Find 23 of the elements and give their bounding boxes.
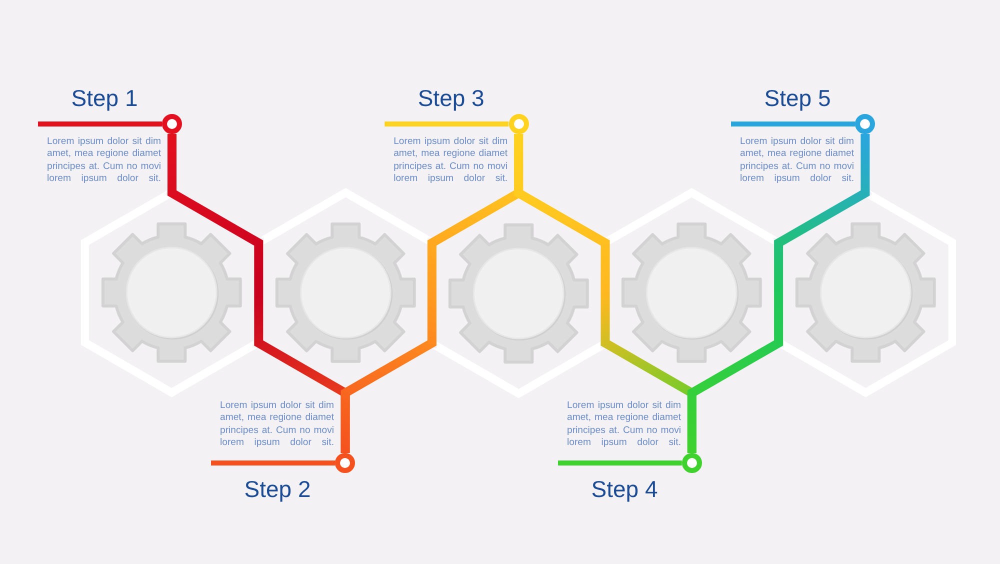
step-title: Step 3 [418,84,484,112]
ring-icon [855,114,876,134]
leader-line [731,122,856,126]
ring-icon [162,114,182,134]
timeline-connector [687,134,870,453]
step-description: Lorem ipsum dolor sit dim amet, mea regione diamet principes at. Cum no movi lorem ipsum dolor sit. [740,136,854,186]
step-description: Lorem ipsum dolor sit dim amet, mea regione diamet principes at. Cum no movi lorem ipsum dolor sit. [567,400,681,450]
ring-icon [335,453,356,473]
step-title: Step 4 [591,474,658,503]
step-description: Lorem ipsum dolor sit dim amet, mea regione diamet principes at. Cum no movi lorem ipsum dolor sit. [47,136,161,186]
ring-icon [682,453,702,473]
step-title: Step 2 [244,474,311,503]
hexagon-frame [430,222,608,398]
leader-line [38,122,162,126]
ring-icon [508,114,529,134]
step-description: Lorem ipsum dolor sit dim amet, mea regione diamet principes at. Cum no movi lorem ipsum dolor sit. [394,136,508,186]
step-title: Step 1 [71,84,138,112]
leader-line [384,122,509,126]
step-description: Lorem ipsum dolor sit dim amet, mea regione diamet principes at. Cum no movi lorem ipsum dolor sit. [220,400,334,450]
step-title: Step 5 [764,84,831,112]
hexagon-frame [256,188,434,364]
leader-line [558,460,682,466]
leader-line [211,460,336,466]
